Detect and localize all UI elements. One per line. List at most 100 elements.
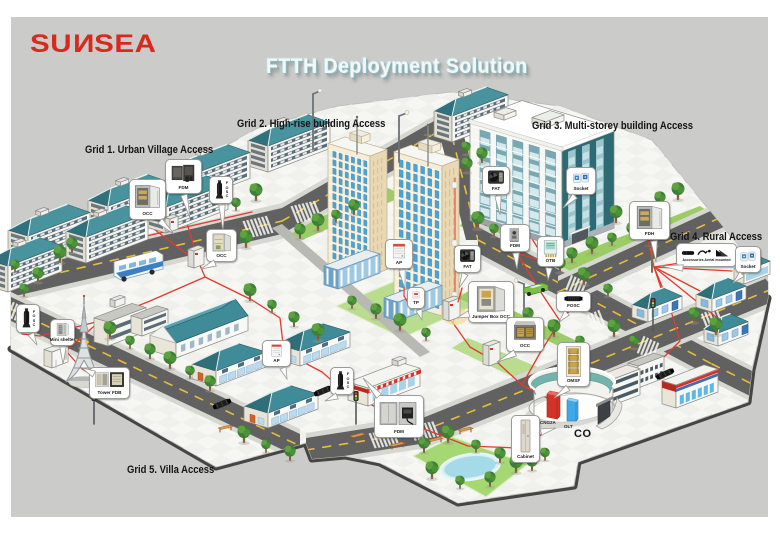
tree [294,223,306,241]
callout-tail [732,271,745,284]
callout-label: OCC [519,343,531,349]
callout-label: AP [273,358,280,364]
fdm-big-icon [378,398,420,429]
callout-ap-2: AP [262,340,291,381]
tree [32,267,44,285]
tree [53,245,67,265]
callout-label: Tower FDB [97,390,122,396]
callout-tail [650,240,658,263]
apartment-building [0,236,63,293]
apartment-building [247,113,331,173]
tree [288,311,300,329]
tree [348,199,360,217]
co-equipment-label-olt: OLT [564,424,573,429]
callout-tail [539,427,557,436]
callout-label: Cabinet [517,454,534,460]
tree [461,157,473,175]
tree [609,205,623,225]
callout-tail [27,331,38,346]
callout-jumper-occ: Jumper Box OCC [456,281,514,323]
street-cabinet [482,339,501,367]
callout-label: F O S C [346,372,350,390]
cab-open-icon [133,182,162,211]
callout-label: OMSF [566,378,581,384]
callout-label: OCC [216,253,227,259]
villa-building [243,384,319,429]
fiber-riser [451,177,458,303]
tree [239,230,253,250]
shelter-icon [54,322,71,337]
callout-fdm-1: FDM [165,159,202,219]
callout-tail [456,310,471,319]
logo-letter: A [134,30,157,58]
tree [331,209,341,225]
callout-tail [218,204,226,232]
tree [603,283,613,299]
tree [607,319,621,339]
tree [547,319,561,339]
tree [425,461,439,481]
multi-storey-building [468,100,616,249]
co-label: CO [574,428,592,440]
tree [243,283,257,303]
callout-tail [557,310,571,324]
tree [671,182,685,202]
callout-socket-1: Socket [562,167,596,209]
grid-3-label: Grid 3. Multi-storey building Access [532,120,694,132]
grid-1-label: Grid 1. Urban Village Access [85,144,214,156]
callout-tail [362,377,382,399]
park-bench [349,432,366,441]
tree [163,351,177,371]
traffic-light [353,391,359,425]
callout-label: Socket [740,264,756,270]
tree [585,236,599,256]
fan-icon [486,169,506,186]
callout-tail [279,366,288,381]
callout-label: F O S C [225,181,229,199]
co-equipment-label-cng2a: CNG2A [540,420,556,425]
tree [566,247,578,265]
park-bench [217,424,234,433]
callout-fdm-2: FDM [500,224,530,270]
callout-occ-2: OCC [200,229,237,270]
co-building [523,365,623,430]
tree [489,223,499,239]
tree [471,439,481,455]
tree [10,259,20,275]
tree [185,365,195,381]
tree [577,267,591,287]
occ-int-icon [510,320,540,343]
callout-tail [553,384,571,399]
logo-letter: E [114,30,135,58]
fan-icon [458,248,477,264]
tree [125,335,135,351]
tree [421,327,431,343]
park-bench [389,441,406,450]
closure-v-icon [335,370,346,392]
cab-meter-icon [504,227,526,243]
tree [393,313,407,333]
tree [688,307,700,325]
tree [237,425,251,445]
socket-icon [739,249,757,264]
callout-label: FDM [510,243,520,249]
tree [347,295,357,311]
callout-tail [157,218,175,235]
callout-tower-fdb: Tower FDB [81,367,130,399]
callout-label: OCC [142,211,153,217]
callout-tail [59,346,67,365]
tp-icon [411,290,421,300]
cab-int-icon [210,232,233,253]
tfdb-icon [93,370,126,390]
tree [471,211,485,231]
callout-fat-2: FAT [482,166,510,216]
callout-fat-1: FAT [454,245,481,289]
callout-label: FAT [463,264,472,270]
callout-label: TP [413,300,419,306]
callout-fosc-3: F O S C [324,367,354,402]
callout-label: Socket [573,186,589,192]
callout-label: Accessories Aerial mounted [682,258,731,263]
tree [284,445,296,463]
callout-tail [180,193,191,219]
tree [441,425,455,445]
